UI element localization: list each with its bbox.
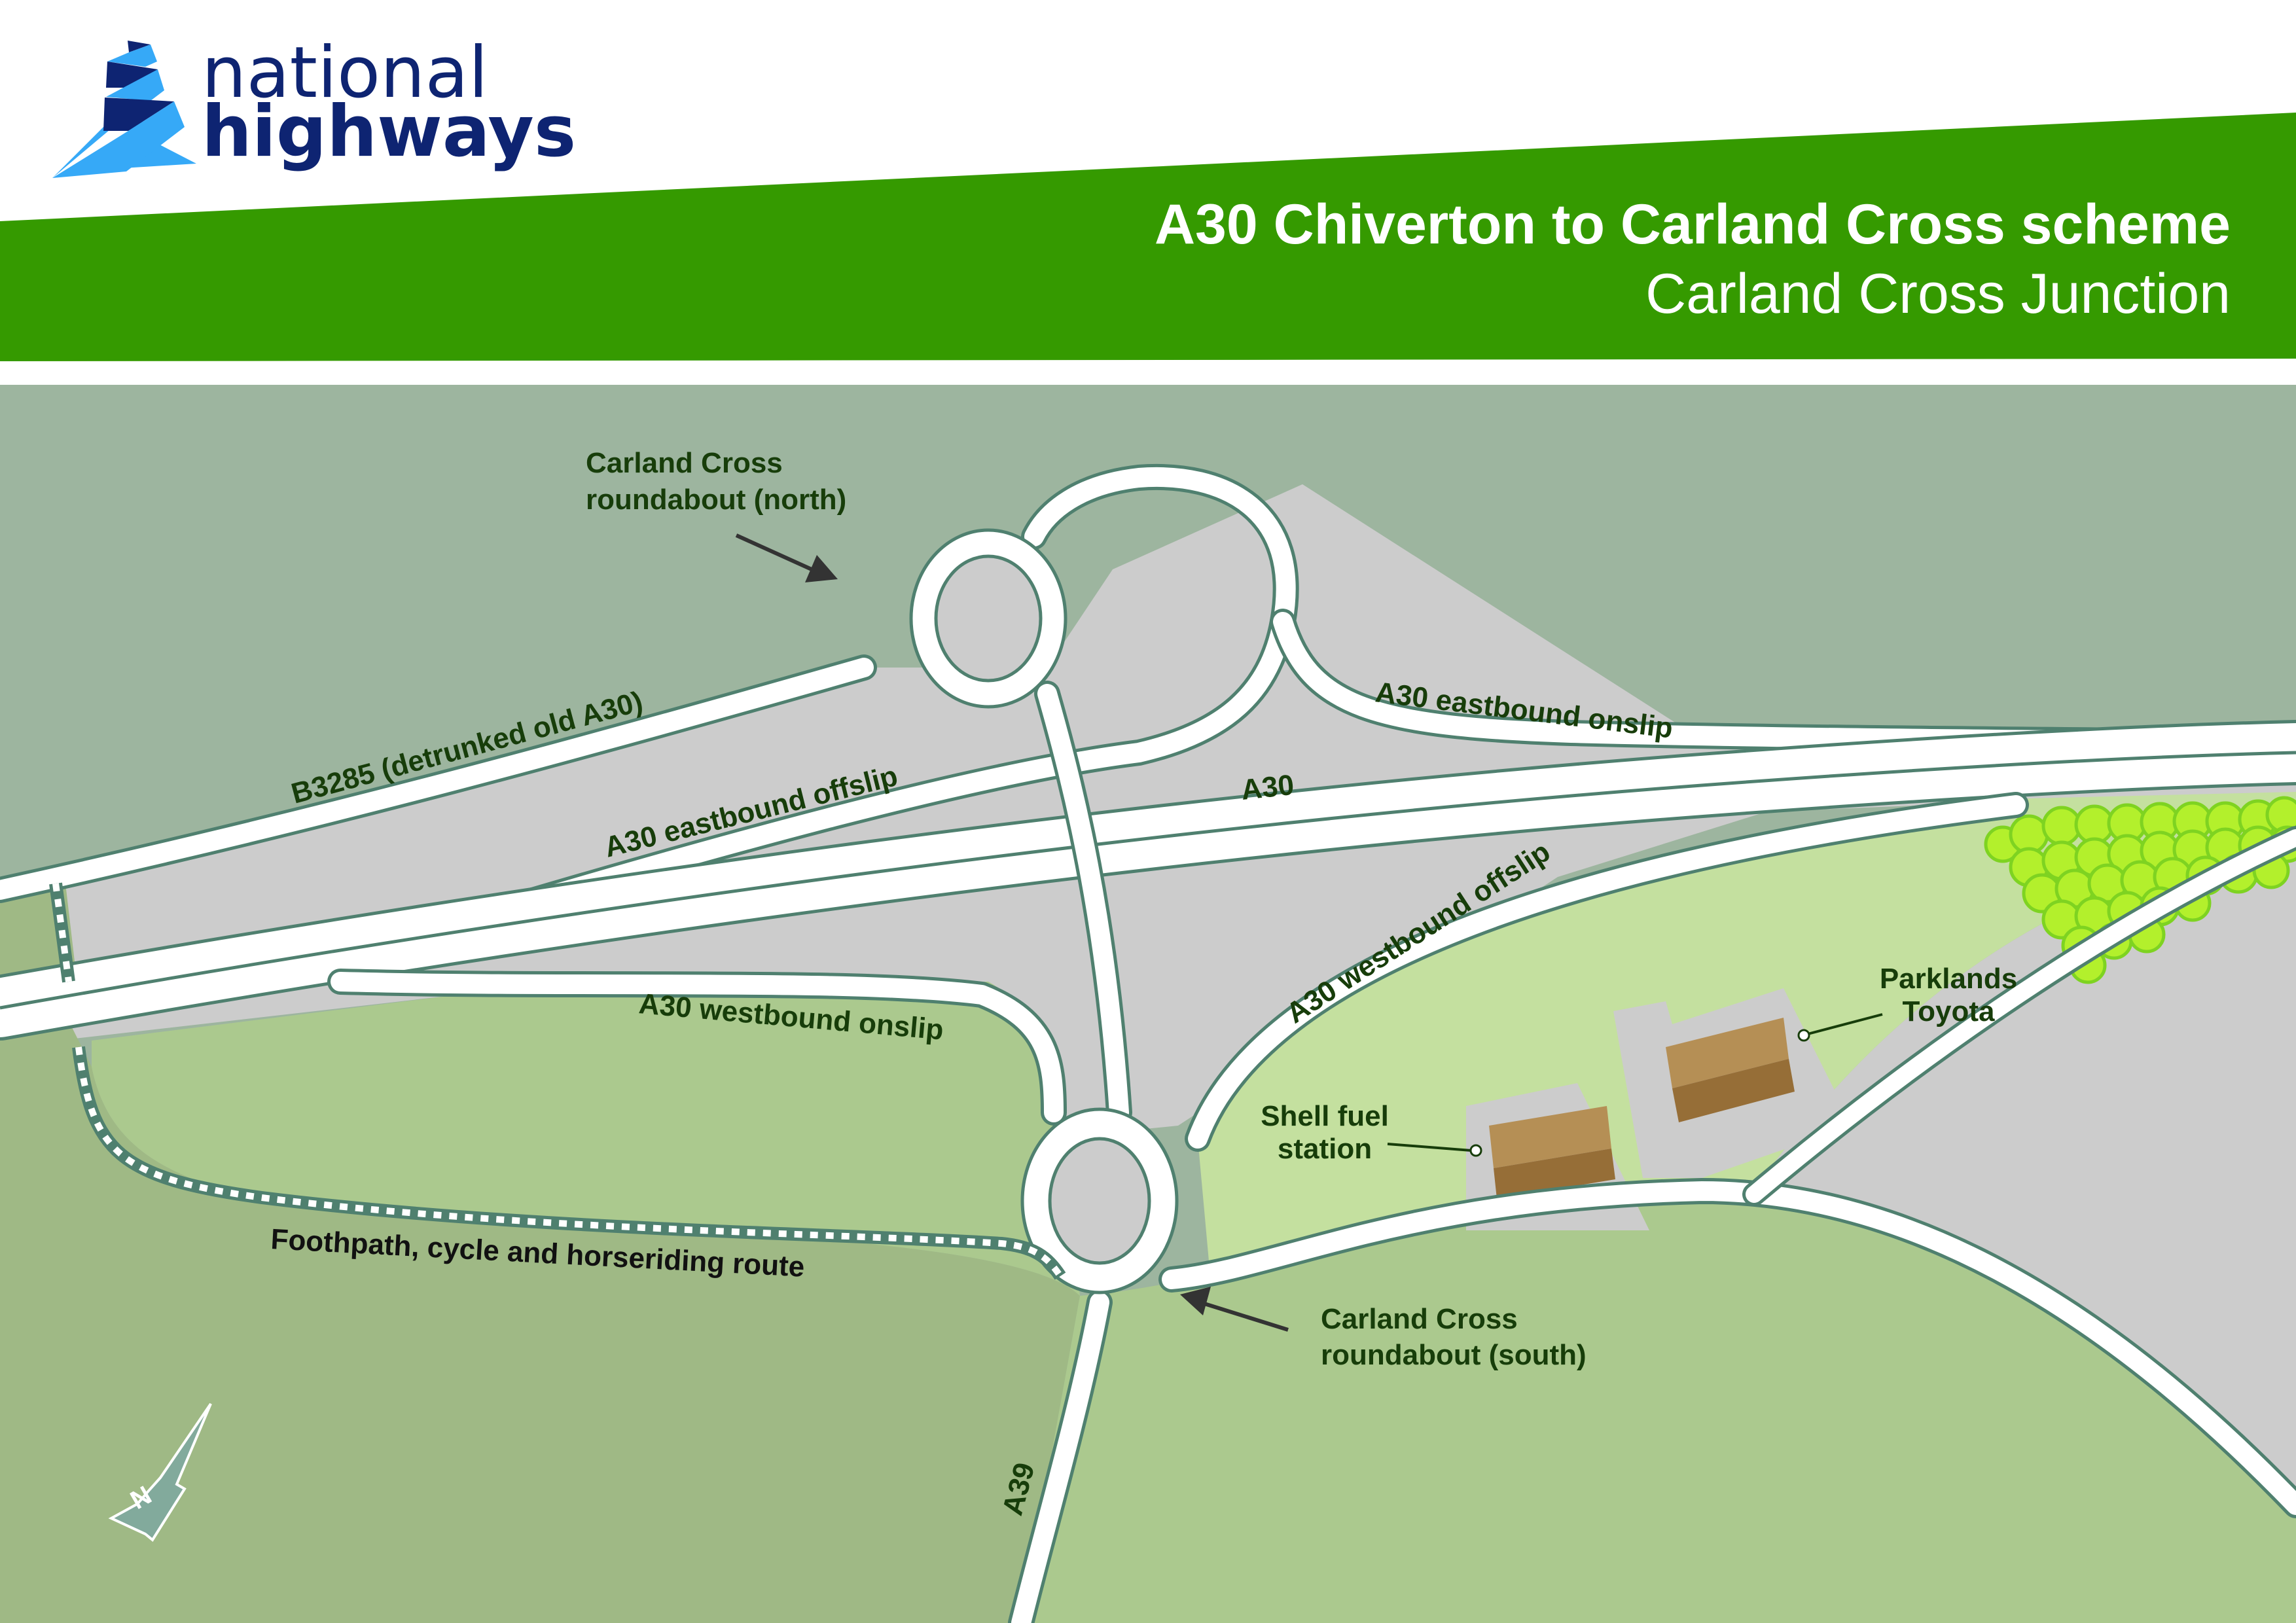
logo-ribbon-icon xyxy=(52,41,196,178)
label-roundabout-north-line2: roundabout (north) xyxy=(586,484,846,516)
footpath-cycle-horseriding-route xyxy=(49,882,1066,1280)
page-subtitle: Carland Cross Junction xyxy=(1645,262,2231,325)
roundabout-north-arrow xyxy=(735,533,838,582)
national-highways-logo: national highways xyxy=(52,32,576,178)
page-title: A30 Chiverton to Carland Cross scheme xyxy=(1155,193,2231,256)
label-parklands-line2: Toyota xyxy=(1903,995,1995,1027)
shell-leader-line xyxy=(1387,1143,1482,1157)
parklands-leader-line xyxy=(1797,1013,1883,1042)
label-a30: A30 xyxy=(1240,769,1295,806)
label-shell-line1: Shell fuel xyxy=(1261,1100,1389,1132)
field-south-middle xyxy=(92,982,1080,1296)
label-parklands-line1: Parklands xyxy=(1880,963,2017,995)
parklands-toyota-site xyxy=(1613,988,1852,1178)
field-south-east xyxy=(1021,1191,2296,1623)
label-shell-line2: station xyxy=(1278,1133,1372,1165)
logo-text-national: national xyxy=(202,32,488,114)
label-roundabout-south-line2: roundabout (south) xyxy=(1321,1339,1587,1371)
label-roundabout-north-line1: Carland Cross xyxy=(586,447,783,479)
road-network xyxy=(0,464,2296,1623)
verge-grey-east xyxy=(1754,844,2296,1505)
roundabout-south-arrow xyxy=(1180,1287,1289,1332)
label-roundabout-south-line1: Carland Cross xyxy=(1321,1303,1518,1335)
title-banner xyxy=(0,113,2296,361)
logo-text-highways: highways xyxy=(202,91,576,173)
field-south-west xyxy=(0,1027,1080,1623)
